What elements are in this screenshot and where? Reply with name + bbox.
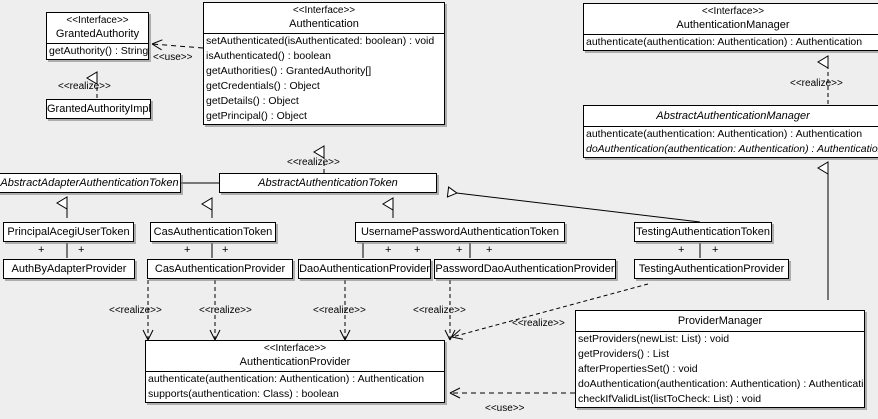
class-authentication-provider[interactable]: <<Interface>> AuthenticationProvider aut… bbox=[145, 340, 445, 403]
class-abstract-authentication-manager[interactable]: AbstractAuthenticationManager authentica… bbox=[583, 105, 878, 158]
operation: setProviders(newList: List) : void bbox=[578, 333, 730, 345]
class-header: <<Interface>> Authentication bbox=[204, 3, 444, 33]
class-name: ProviderManager bbox=[677, 315, 763, 327]
class-name: AuthenticationManager bbox=[676, 19, 790, 31]
operation: authenticate(authentication: Authenticat… bbox=[148, 373, 425, 385]
multiplicity-plus: + bbox=[486, 244, 493, 256]
operation: doAuthentication(authentication: Authent… bbox=[578, 378, 864, 390]
edge-label-realize-granted-authority-impl: <<realize>> bbox=[58, 81, 111, 92]
class-authentication[interactable]: <<Interface>> Authentication setAuthenti… bbox=[203, 2, 445, 125]
operation: setAuthenticated(isAuthenticated: boolea… bbox=[206, 35, 435, 47]
class-header: <<Interface>> AuthenticationProvider bbox=[146, 341, 444, 371]
edge-label-realize-abstract-auth-token: <<realize>> bbox=[287, 157, 340, 168]
class-name: AbstractAuthenticationManager bbox=[656, 110, 810, 122]
operation: afterPropertiesSet() : void bbox=[578, 363, 698, 375]
class-dao-authentication-provider[interactable]: DaoAuthenticationProvider bbox=[298, 259, 431, 279]
class-granted-authority[interactable]: <<Interface>> GrantedAuthority getAuthor… bbox=[46, 12, 149, 60]
multiplicity-plus: + bbox=[78, 244, 85, 256]
stereotype-label: <<Interface>> bbox=[292, 5, 356, 16]
class-testing-authentication-token[interactable]: TestingAuthenticationToken bbox=[634, 222, 772, 242]
class-name: Authentication bbox=[289, 18, 359, 30]
operation: getPrincipal() : Object bbox=[206, 110, 307, 122]
class-provider-manager[interactable]: ProviderManager setProviders(newList: Li… bbox=[575, 310, 865, 408]
operations-compartment: getAuthority() : String bbox=[47, 43, 148, 59]
operation: authenticate(authentication: Authenticat… bbox=[586, 36, 863, 48]
class-name: AuthenticationProvider bbox=[239, 356, 351, 368]
operation: doAuthentication(authentication: Authent… bbox=[586, 143, 878, 155]
class-authentication-manager[interactable]: <<Interface>> AuthenticationManager auth… bbox=[583, 3, 878, 51]
operations-compartment: setProviders(newList: List) : void getPr… bbox=[576, 331, 864, 407]
operations-compartment: authenticate(authentication: Authenticat… bbox=[146, 371, 444, 402]
class-cas-authentication-provider[interactable]: CasAuthenticationProvider bbox=[147, 259, 293, 279]
edge-label-realize-testing-provider: <<realize>> bbox=[512, 318, 565, 329]
class-name: GrantedAuthority bbox=[55, 28, 140, 40]
multiplicity-plus: + bbox=[414, 244, 421, 256]
stereotype-label: <<Interface>> bbox=[701, 6, 765, 17]
edge-label-realize-dao-provider: <<realize>> bbox=[313, 305, 366, 316]
multiplicity-plus: + bbox=[678, 244, 685, 256]
multiplicity-plus: + bbox=[38, 244, 45, 256]
edge-label-realize-password-dao-provider: <<realize>> bbox=[413, 305, 466, 316]
class-granted-authority-impl[interactable]: GrantedAuthorityImpl bbox=[46, 99, 151, 119]
class-abstract-adapter-authentication-token[interactable]: AbstractAdapterAuthenticationToken bbox=[0, 173, 181, 193]
operation: getCredentials() : Object bbox=[206, 80, 320, 92]
edge-label-realize-abstract-auth-manager: <<realize>> bbox=[790, 78, 843, 89]
class-testing-authentication-provider[interactable]: TestingAuthenticationProvider bbox=[634, 259, 789, 279]
edge-label-realize-auth-by-adapter: <<realize>> bbox=[109, 305, 162, 316]
operation: getAuthority() : String bbox=[49, 45, 148, 57]
stereotype-label: <<Interface>> bbox=[66, 15, 129, 26]
class-principal-acegi-user-token[interactable]: PrincipalAcegiUserToken bbox=[3, 222, 134, 242]
operation: authenticate(authentication: Authenticat… bbox=[586, 128, 863, 140]
multiplicity-plus: + bbox=[712, 244, 719, 256]
edge-label-use-provider-manager: <<use>> bbox=[485, 403, 525, 414]
stereotype-label: <<Interface>> bbox=[263, 343, 327, 354]
class-abstract-authentication-token[interactable]: AbstractAuthenticationToken bbox=[219, 173, 437, 193]
multiplicity-plus: + bbox=[456, 244, 463, 256]
operations-compartment: authenticate(authentication: Authenticat… bbox=[584, 34, 878, 50]
class-header: <<Interface>> AuthenticationManager bbox=[584, 4, 878, 34]
class-header: ProviderManager bbox=[576, 311, 864, 331]
class-cas-authentication-token[interactable]: CasAuthenticationToken bbox=[150, 222, 276, 242]
multiplicity-plus: + bbox=[385, 244, 392, 256]
operations-compartment: setAuthenticated(isAuthenticated: boolea… bbox=[204, 33, 444, 124]
multiplicity-plus: + bbox=[184, 244, 191, 256]
edge-label-use-granted-authority: <<use>> bbox=[153, 52, 193, 63]
class-username-password-authentication-token[interactable]: UsernamePasswordAuthenticationToken bbox=[355, 222, 565, 242]
multiplicity-plus: + bbox=[222, 244, 229, 256]
operation: getAuthorities() : GrantedAuthority[] bbox=[206, 65, 372, 77]
class-password-dao-authentication-provider[interactable]: PasswordDaoAuthenticationProvider bbox=[434, 259, 616, 279]
edge-label-realize-cas-provider: <<realize>> bbox=[199, 305, 252, 316]
class-header: AbstractAuthenticationManager bbox=[584, 106, 878, 126]
operation: isAuthenticated() : boolean bbox=[206, 50, 331, 62]
class-header: <<Interface>> GrantedAuthority bbox=[47, 13, 148, 43]
operation: supports(authentication: Class) : boolea… bbox=[148, 388, 339, 400]
class-auth-by-adapter-provider[interactable]: AuthByAdapterProvider bbox=[3, 259, 135, 279]
operation: getDetails() : Object bbox=[206, 95, 299, 107]
operation: checkIfValidList(listToCheck: List) : vo… bbox=[578, 393, 762, 405]
operations-compartment: authenticate(authentication: Authenticat… bbox=[584, 126, 878, 157]
operation: getProviders() : List bbox=[578, 348, 670, 360]
